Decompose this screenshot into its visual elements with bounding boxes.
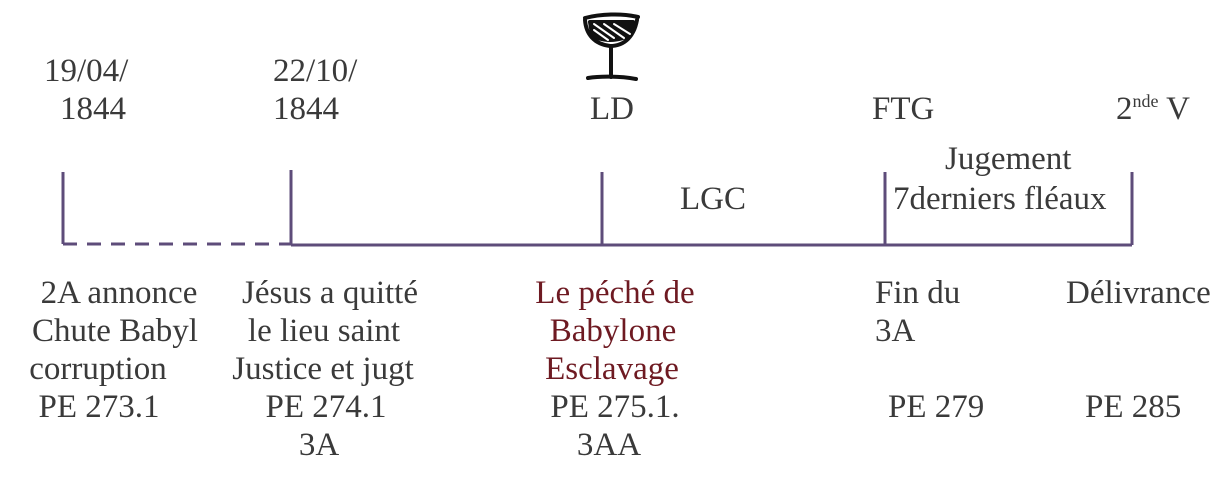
column-5-line1: Délivrance (1066, 275, 1211, 311)
column-1-line3: corruption (29, 351, 167, 387)
label-ftg: FTG (872, 91, 935, 127)
column-1-line2: Chute Babyl (32, 313, 198, 349)
column-3: Le péché de Babylone Esclavage (510, 274, 720, 388)
label-second-coming-suffix: V (1158, 91, 1190, 127)
column-2-line3: Justice et jugt (232, 351, 414, 387)
label-jugement: Jugement (945, 141, 1072, 177)
column-5-ref-wrap: PE 285 (1085, 388, 1181, 426)
label-second-coming-sup: nde (1132, 91, 1159, 111)
date-april-line2: 1844 (60, 91, 126, 127)
column-4-ref: PE 279 (888, 389, 985, 425)
column-1-ref: PE 273.1 (38, 389, 160, 425)
label-second-coming: 2nde V (1116, 90, 1190, 128)
column-1-line1: 2A annonce (40, 275, 198, 311)
column-4: Fin du 3A (875, 274, 960, 350)
column-5-ref: PE 285 (1085, 389, 1182, 425)
column-5: Délivrance (1066, 274, 1211, 312)
date-october-1844: 22/10/ 1844 (273, 52, 357, 128)
column-3-line2: Babylone (549, 313, 677, 349)
column-3-ref: PE 275.1. (550, 389, 680, 425)
date-october-line2: 1844 (273, 91, 339, 127)
column-3-ref2: 3AA (576, 427, 642, 463)
column-2-line1: Jésus a quitté (242, 275, 418, 311)
date-october-line1: 22/10/ (273, 53, 358, 89)
column-2: Jésus a quitté le lieu saint Justice et … (220, 274, 440, 464)
column-4-ref-wrap: PE 279 (888, 388, 984, 426)
column-4-line1: Fin du (875, 275, 961, 311)
column-2-ref2: 3A (298, 427, 340, 463)
column-1: 2A annonce Chute Babyl corruption PE 273… (10, 274, 220, 426)
column-2-ref: PE 274.1 (265, 389, 387, 425)
column-4-line2: 3A (875, 313, 916, 349)
label-derniers-fleaux: 7derniers fléaux (893, 181, 1107, 217)
date-april-line1: 19/04/ (44, 53, 129, 89)
column-3-line3: Esclavage (545, 351, 679, 387)
column-3-refs: PE 275.1. 3AA (510, 388, 720, 464)
label-lgc: LGC (680, 181, 746, 217)
column-2-line2: le lieu saint (247, 313, 401, 349)
label-second-coming-prefix: 2 (1116, 91, 1133, 127)
column-3-line1: Le péché de (535, 275, 695, 311)
cup-icon (583, 12, 640, 81)
label-ld: LD (590, 91, 634, 127)
date-april-1844: 19/04/ 1844 (44, 52, 128, 128)
